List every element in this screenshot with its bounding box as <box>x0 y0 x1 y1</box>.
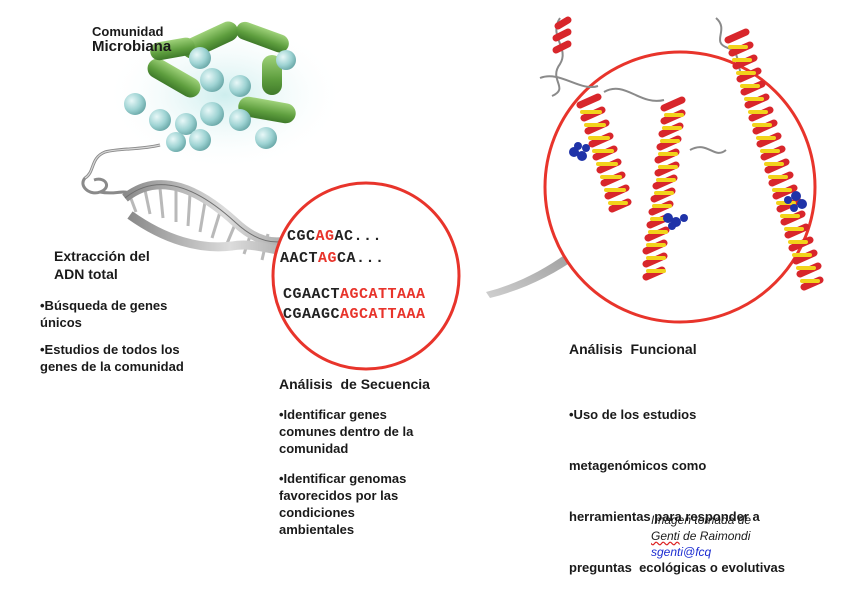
protein-helix-illustration <box>539 16 824 291</box>
sequence-bullet-1-line2: comunes dentro de la <box>279 424 414 439</box>
sequence-row-4: CGAAGCAGCATTAAA <box>283 306 426 323</box>
sequence-bullet-1-line3: comunidad <box>279 441 349 456</box>
sequence-bullet-2-line2: favorecidos por las <box>279 488 399 503</box>
extraction-bullet-1-line2: únicos <box>40 315 82 330</box>
sequence-row-2: AACTAGCA... <box>280 250 385 267</box>
microbe-cluster-illustration <box>105 20 345 170</box>
sequence-clip: CGCAGAC... AACTAGCA... CGAACTAGCATTAAA C… <box>275 186 457 366</box>
sequence-title: Análisis de Secuencia <box>279 376 430 392</box>
sequence-bullet-1: •Identificar genes comunes dentro de la … <box>279 406 413 457</box>
sequence-bullet-2: •Identificar genomas favorecidos por las… <box>279 470 406 538</box>
extraction-bullet-1: •Búsqueda de genes únicos <box>40 297 167 331</box>
sequence-row-3: CGAACTAGCATTAAA <box>283 286 426 303</box>
functional-title: Análisis Funcional <box>569 341 697 357</box>
image-credit: Imagen tomada de Genti de Raimondi sgent… <box>651 512 751 560</box>
credit-email: sgenti@fcq <box>651 545 712 559</box>
sequence-circle <box>271 181 461 371</box>
functional-line-2: metagenómicos como <box>569 458 707 473</box>
sequence-bullet-2-line4: ambientales <box>279 522 355 537</box>
community-label: Comunidad Microbiana <box>92 24 171 54</box>
community-label-line2: Microbiana <box>92 38 172 55</box>
functional-circle <box>543 50 817 324</box>
functional-line-3: herramientas para responder a <box>569 509 760 524</box>
credit-line-1: Imagen tomada de <box>651 513 752 527</box>
extraction-bullet-2-line1: •Estudios de todos los <box>40 342 180 357</box>
extraction-bullet-2-line2: genes de la comunidad <box>40 359 184 374</box>
sequence-row-1: CGCAGAC... <box>287 228 383 245</box>
extraction-title-line2: ADN total <box>54 266 118 282</box>
credit-name-b: de Raimondi <box>679 529 751 543</box>
sequence-bullet-2-line1: •Identificar genomas <box>279 471 407 486</box>
credit-name-a: Genti <box>651 529 680 543</box>
community-label-line1: Comunidad <box>92 24 164 39</box>
sequence-bullet-1-line1: •Identificar genes <box>279 407 387 422</box>
functional-bullet: •Uso de los estudios metagenómicos como … <box>569 372 785 593</box>
sequence-bullet-2-line3: condiciones <box>279 505 355 520</box>
functional-line-1: •Uso de los estudios <box>569 407 697 422</box>
functional-line-4: preguntas ecológicas o evolutivas <box>569 560 786 575</box>
extraction-bullet-2: •Estudios de todos los genes de la comun… <box>40 341 184 375</box>
extraction-title-line1: Extracción del <box>54 248 150 264</box>
credit-line-2: Genti de Raimondi <box>651 528 751 544</box>
extraction-title: Extracción del ADN total <box>54 247 150 283</box>
extraction-bullet-1-line1: •Búsqueda de genes <box>40 298 168 313</box>
